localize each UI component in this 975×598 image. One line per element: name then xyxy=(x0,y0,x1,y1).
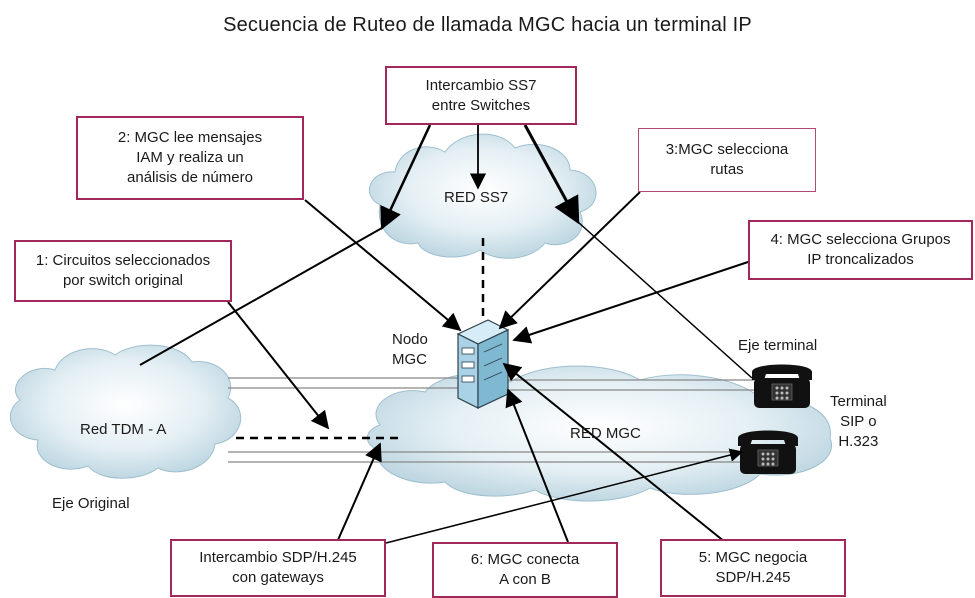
step-2-box: 2: MGC lee mensajes IAM y realiza un aná… xyxy=(76,116,304,200)
step-6-box: 6: MGC conecta A con B xyxy=(432,542,618,598)
phone-icon-bottom xyxy=(738,430,798,474)
phone-icon-top xyxy=(752,364,812,408)
trunk-lines xyxy=(228,377,760,463)
step-4-box: 4: MGC selecciona Grupos IP troncalizado… xyxy=(748,220,973,280)
step-5-box: 5: MGC negocia SDP/H.245 xyxy=(660,539,846,597)
mgc-server-icon xyxy=(456,319,510,409)
eje-terminal-label: Eje terminal xyxy=(738,337,818,354)
connector-lines xyxy=(139,124,761,544)
red-mgc-label: RED MGC xyxy=(570,425,641,442)
terminal-label: Terminal SIP o H.323 xyxy=(830,393,887,450)
step-3-box: 3:MGC selecciona rutas xyxy=(638,128,816,192)
diagram-title: Secuencia de Ruteo de llamada MGC hacia … xyxy=(223,14,752,36)
cloud-red-tdm-a xyxy=(9,344,242,479)
eje-original-label: Eje Original xyxy=(52,495,130,512)
cloud-red-ss7 xyxy=(368,133,597,259)
red-ss7-label: RED SS7 xyxy=(444,189,509,206)
sdp-exchange-box: Intercambio SDP/H.245 con gateways xyxy=(170,539,386,597)
ss7-exchange-box: Intercambio SS7 entre Switches xyxy=(385,66,577,125)
red-tdm-label: Red TDM - A xyxy=(80,421,167,438)
nodo-mgc-label: Nodo MGC xyxy=(392,331,428,368)
step-1-box: 1: Circuitos seleccionados por switch or… xyxy=(14,240,232,302)
